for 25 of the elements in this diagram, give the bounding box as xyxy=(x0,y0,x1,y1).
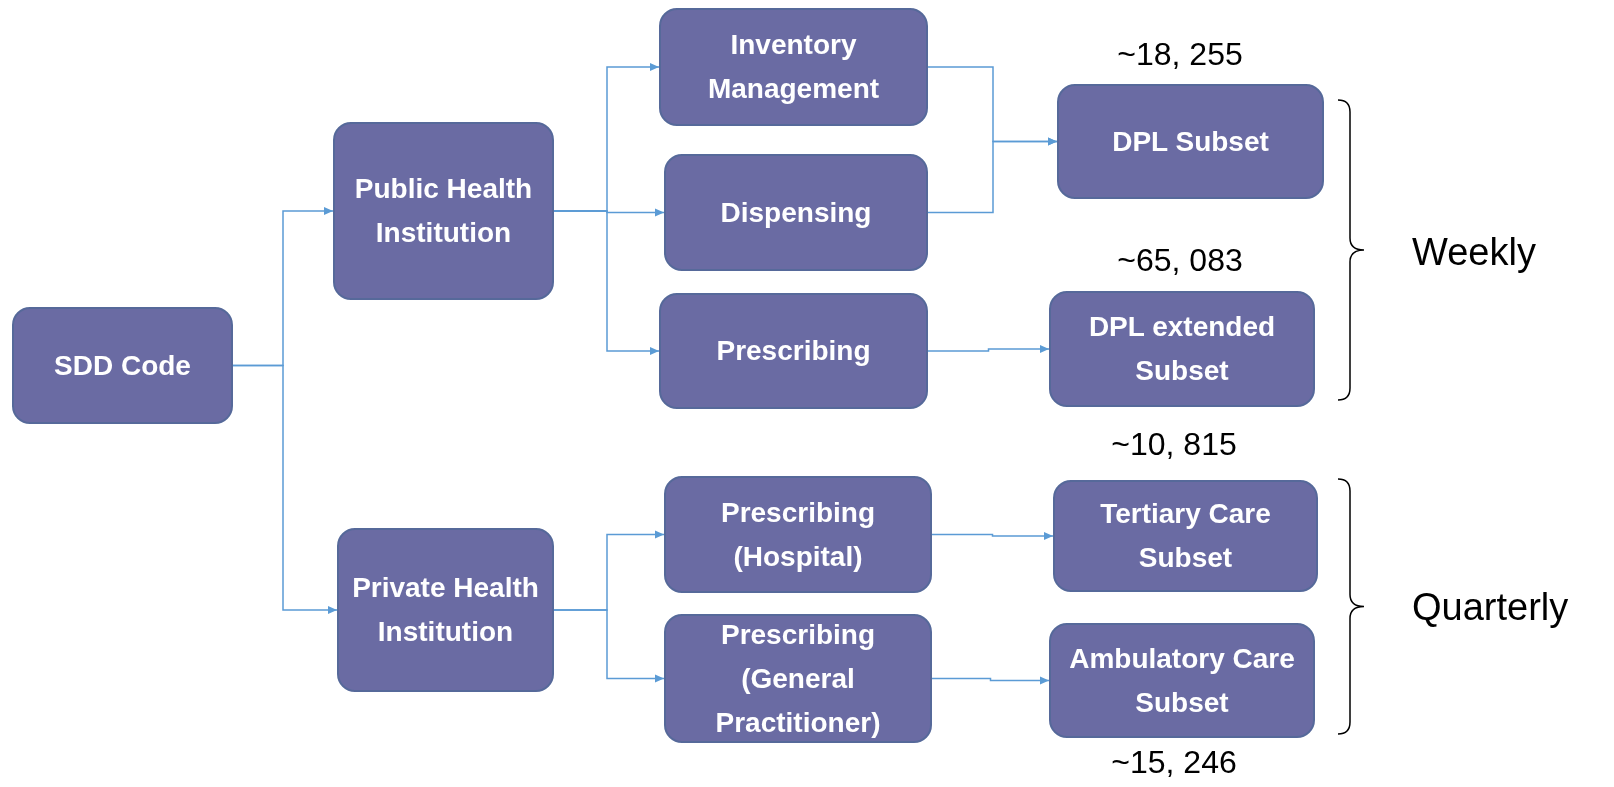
arrow xyxy=(931,532,1054,540)
process-box: Tertiary Care Subset xyxy=(1053,480,1318,592)
process-box: Ambulatory Care Subset xyxy=(1049,623,1315,738)
count-label: ~10, 815 xyxy=(1111,426,1237,463)
frequency-label: Quarterly xyxy=(1412,585,1569,629)
process-box: SDD Code xyxy=(12,307,233,424)
process-box: DPL extended Subset xyxy=(1049,291,1315,407)
count-label: ~18, 255 xyxy=(1117,36,1243,73)
count-label: ~15, 246 xyxy=(1111,744,1237,781)
process-box: Prescribing (General Practitioner) xyxy=(664,614,932,743)
arrow xyxy=(553,210,660,355)
arrow xyxy=(553,609,665,683)
arrow xyxy=(927,345,1050,353)
process-box: DPL Subset xyxy=(1057,84,1324,199)
process-box: Inventory Management xyxy=(659,8,928,126)
arrow xyxy=(927,137,1058,214)
process-box: Prescribing xyxy=(659,293,928,409)
process-box: Public Health Institution xyxy=(333,122,554,300)
frequency-label: Weekly xyxy=(1412,230,1536,274)
process-box: Prescribing (Hospital) xyxy=(664,476,932,593)
process-box: Dispensing xyxy=(664,154,928,271)
count-label: ~65, 083 xyxy=(1117,242,1243,279)
process-box: Private Health Institution xyxy=(337,528,554,692)
arrow xyxy=(931,676,1050,685)
arrow xyxy=(232,364,338,614)
